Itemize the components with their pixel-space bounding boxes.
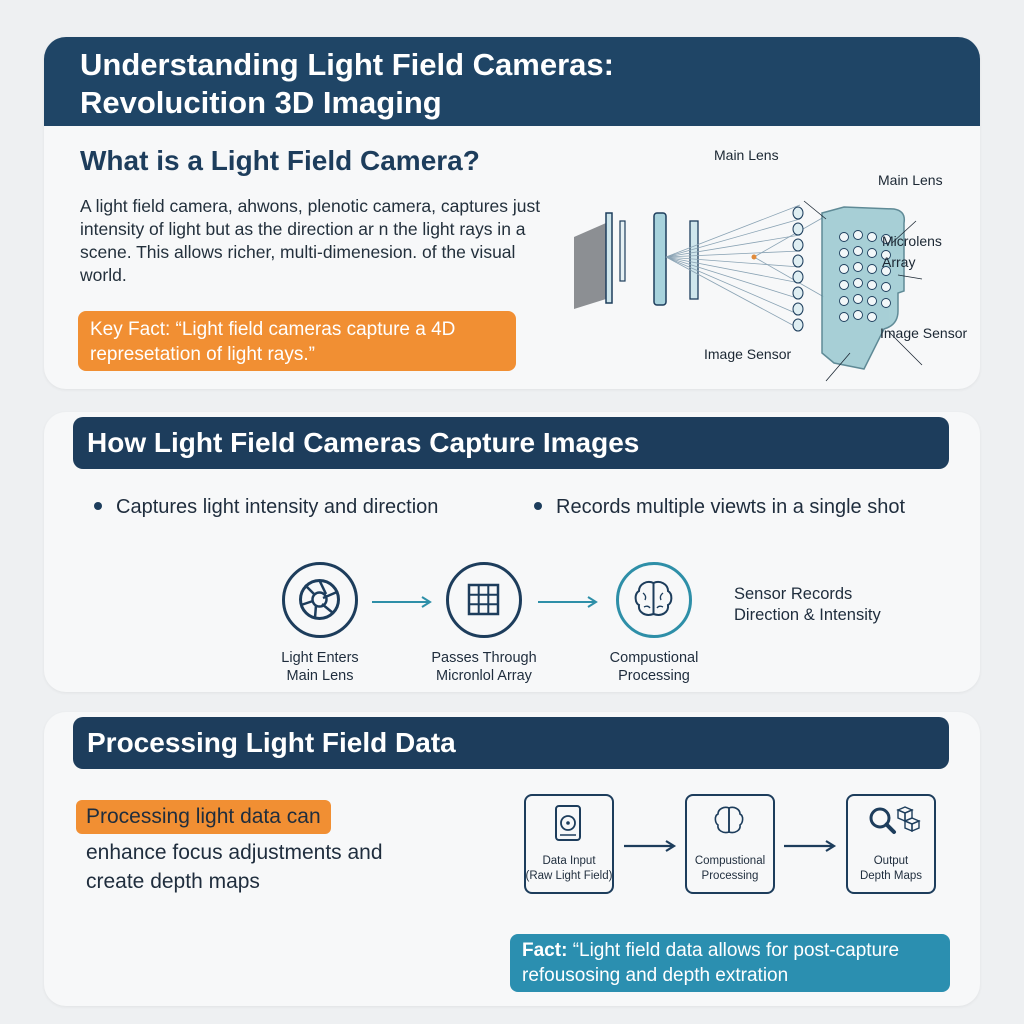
processing-card: Processing Light Field Data Processing l… — [44, 712, 980, 1006]
sensor-note-line2: Direction & Intensity — [734, 606, 881, 624]
step-2-line2: Micronlol Array — [436, 668, 532, 684]
bullet-dot — [94, 501, 102, 510]
processing-box-line1: Compustional — [694, 855, 766, 867]
arrow-right-icon — [538, 596, 598, 608]
data-input-label: Data Input (Raw Light Field) — [516, 854, 622, 884]
main-title-line2: Revolucition 3D Imaging — [80, 85, 442, 120]
bullet-item-2: Records multiple viewts in a single shot — [534, 496, 905, 519]
step-3-line1: Compustional — [609, 650, 699, 666]
section1-heading: What is a Light Field Camera? — [80, 145, 480, 176]
data-input-box: Data Input (Raw Light Field) — [524, 794, 614, 894]
sensor-note-line1: Sensor Records — [734, 585, 853, 603]
aperture-icon — [282, 562, 358, 638]
processing-box: Compustional Processing — [685, 794, 775, 894]
brain-icon — [714, 806, 744, 834]
output-box-line2: Depth Maps — [859, 870, 922, 882]
main-lens-element — [653, 212, 667, 306]
microlens-column — [792, 206, 804, 332]
fact-callout: Fact: “Light field data allows for post-… — [510, 934, 950, 992]
label-main-lens-top: Main Lens — [714, 147, 779, 163]
bullet-text-2: Records multiple viewts in a single shot — [556, 496, 906, 518]
arrow-right-icon — [784, 840, 837, 852]
processing-box-label: Compustional Processing — [677, 854, 783, 884]
output-box: Output Depth Maps — [846, 794, 936, 894]
main-title-banner: Understanding Light Field Cameras: Revol… — [44, 37, 980, 126]
sensor-housing-shape — [821, 206, 906, 370]
step-3-line2: Processing — [618, 668, 690, 684]
label-microlens: Microlens — [882, 233, 942, 249]
data-input-line1: Data Input — [542, 855, 596, 867]
processing-text-line2: create depth maps — [86, 870, 260, 893]
section2-heading: How Light Field Cameras Capture Images — [73, 417, 949, 469]
intro-card: Understanding Light Field Cameras: Revol… — [44, 37, 980, 389]
label-array: Array — [882, 254, 916, 270]
lens-element-2 — [619, 220, 626, 282]
step-1-line1: Light Enters — [281, 650, 359, 666]
fact-text: “Light field data allows for post-captur… — [522, 940, 900, 986]
label-image-sensor-bottom: Image Sensor — [704, 346, 792, 362]
output-box-line1: Output — [873, 855, 909, 867]
magnifier-cubes-icon — [869, 806, 921, 834]
step-2-line1: Passes Through — [431, 650, 537, 666]
label-image-sensor-right: Image Sensor — [880, 325, 968, 341]
light-rays — [665, 204, 825, 330]
key-fact-callout: Key Fact: “Light field cameras capture a… — [78, 311, 516, 371]
lens-element-1 — [605, 212, 613, 304]
lens-housing-shape — [574, 223, 606, 309]
processing-box-line2: Processing — [701, 870, 759, 882]
hard-drive-icon — [555, 805, 581, 841]
step-1-label: Light Enters Main Lens — [240, 649, 400, 685]
capture-card: How Light Field Cameras Capture Images C… — [44, 412, 980, 692]
step-3-label: Compustional Processing — [574, 649, 734, 685]
bullet-dot — [534, 501, 542, 510]
arrow-right-icon — [624, 840, 677, 852]
step-2-label: Passes Through Micronlol Array — [404, 649, 564, 685]
fact-label: Fact: — [522, 940, 568, 961]
brain-icon — [616, 562, 692, 638]
grid-icon — [446, 562, 522, 638]
processing-text-line1: enhance focus adjustments and — [86, 841, 383, 864]
step-1-line2: Main Lens — [286, 668, 354, 684]
arrow-right-icon — [372, 596, 432, 608]
label-main-lens-right: Main Lens — [878, 172, 943, 188]
processing-highlight: Processing light data can — [76, 800, 331, 834]
main-title-line1: Understanding Light Field Cameras: — [80, 47, 614, 82]
light-field-camera-diagram — [574, 200, 923, 382]
aperture-element — [689, 220, 699, 300]
bullet-text-1: Captures light intensity and direction — [116, 496, 439, 518]
sensor-note: Sensor Records Direction & Intensity — [734, 584, 881, 626]
output-box-label: Output Depth Maps — [838, 854, 944, 884]
microlens-array-grid — [839, 230, 891, 322]
processing-text: enhance focus adjustments and create dep… — [86, 838, 383, 896]
section3-heading: Processing Light Field Data — [73, 717, 949, 769]
section1-description: A light field camera, ahwons, plenotic c… — [80, 196, 541, 285]
data-input-line2: (Raw Light Field) — [525, 870, 613, 882]
bullet-item-1: Captures light intensity and direction — [94, 496, 438, 519]
